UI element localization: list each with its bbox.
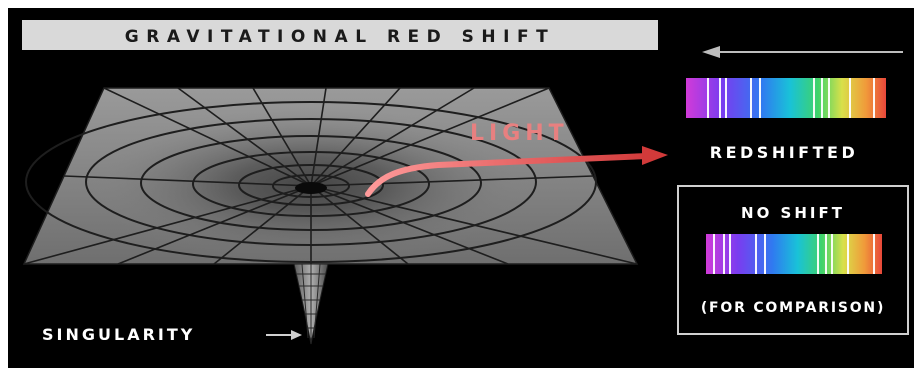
title-banner: GRAVITATIONAL RED SHIFT [22, 20, 658, 50]
no-shift-panel: NO SHIFT (FOR COMPARISON) [678, 186, 908, 334]
spacetime-grid [24, 88, 637, 264]
light-label: LIGHT [470, 121, 569, 146]
no-shift-label: NO SHIFT [741, 204, 845, 222]
redshifted-label: REDSHIFTED [710, 143, 858, 162]
right-arrow-icon [266, 330, 302, 340]
diagram-title: GRAVITATIONAL RED SHIFT [125, 27, 555, 47]
redshifted-spectrum [686, 78, 886, 118]
comparison-label: (FOR COMPARISON) [701, 300, 885, 316]
singularity-funnel [294, 264, 328, 344]
diagram-canvas: GRAVITATIONAL RED SHIFT [8, 8, 914, 368]
redshifted-panel: REDSHIFTED [686, 46, 903, 162]
reference-spectrum [706, 234, 882, 274]
singularity-label: SINGULARITY [42, 325, 195, 344]
left-arrow-icon [702, 46, 903, 58]
